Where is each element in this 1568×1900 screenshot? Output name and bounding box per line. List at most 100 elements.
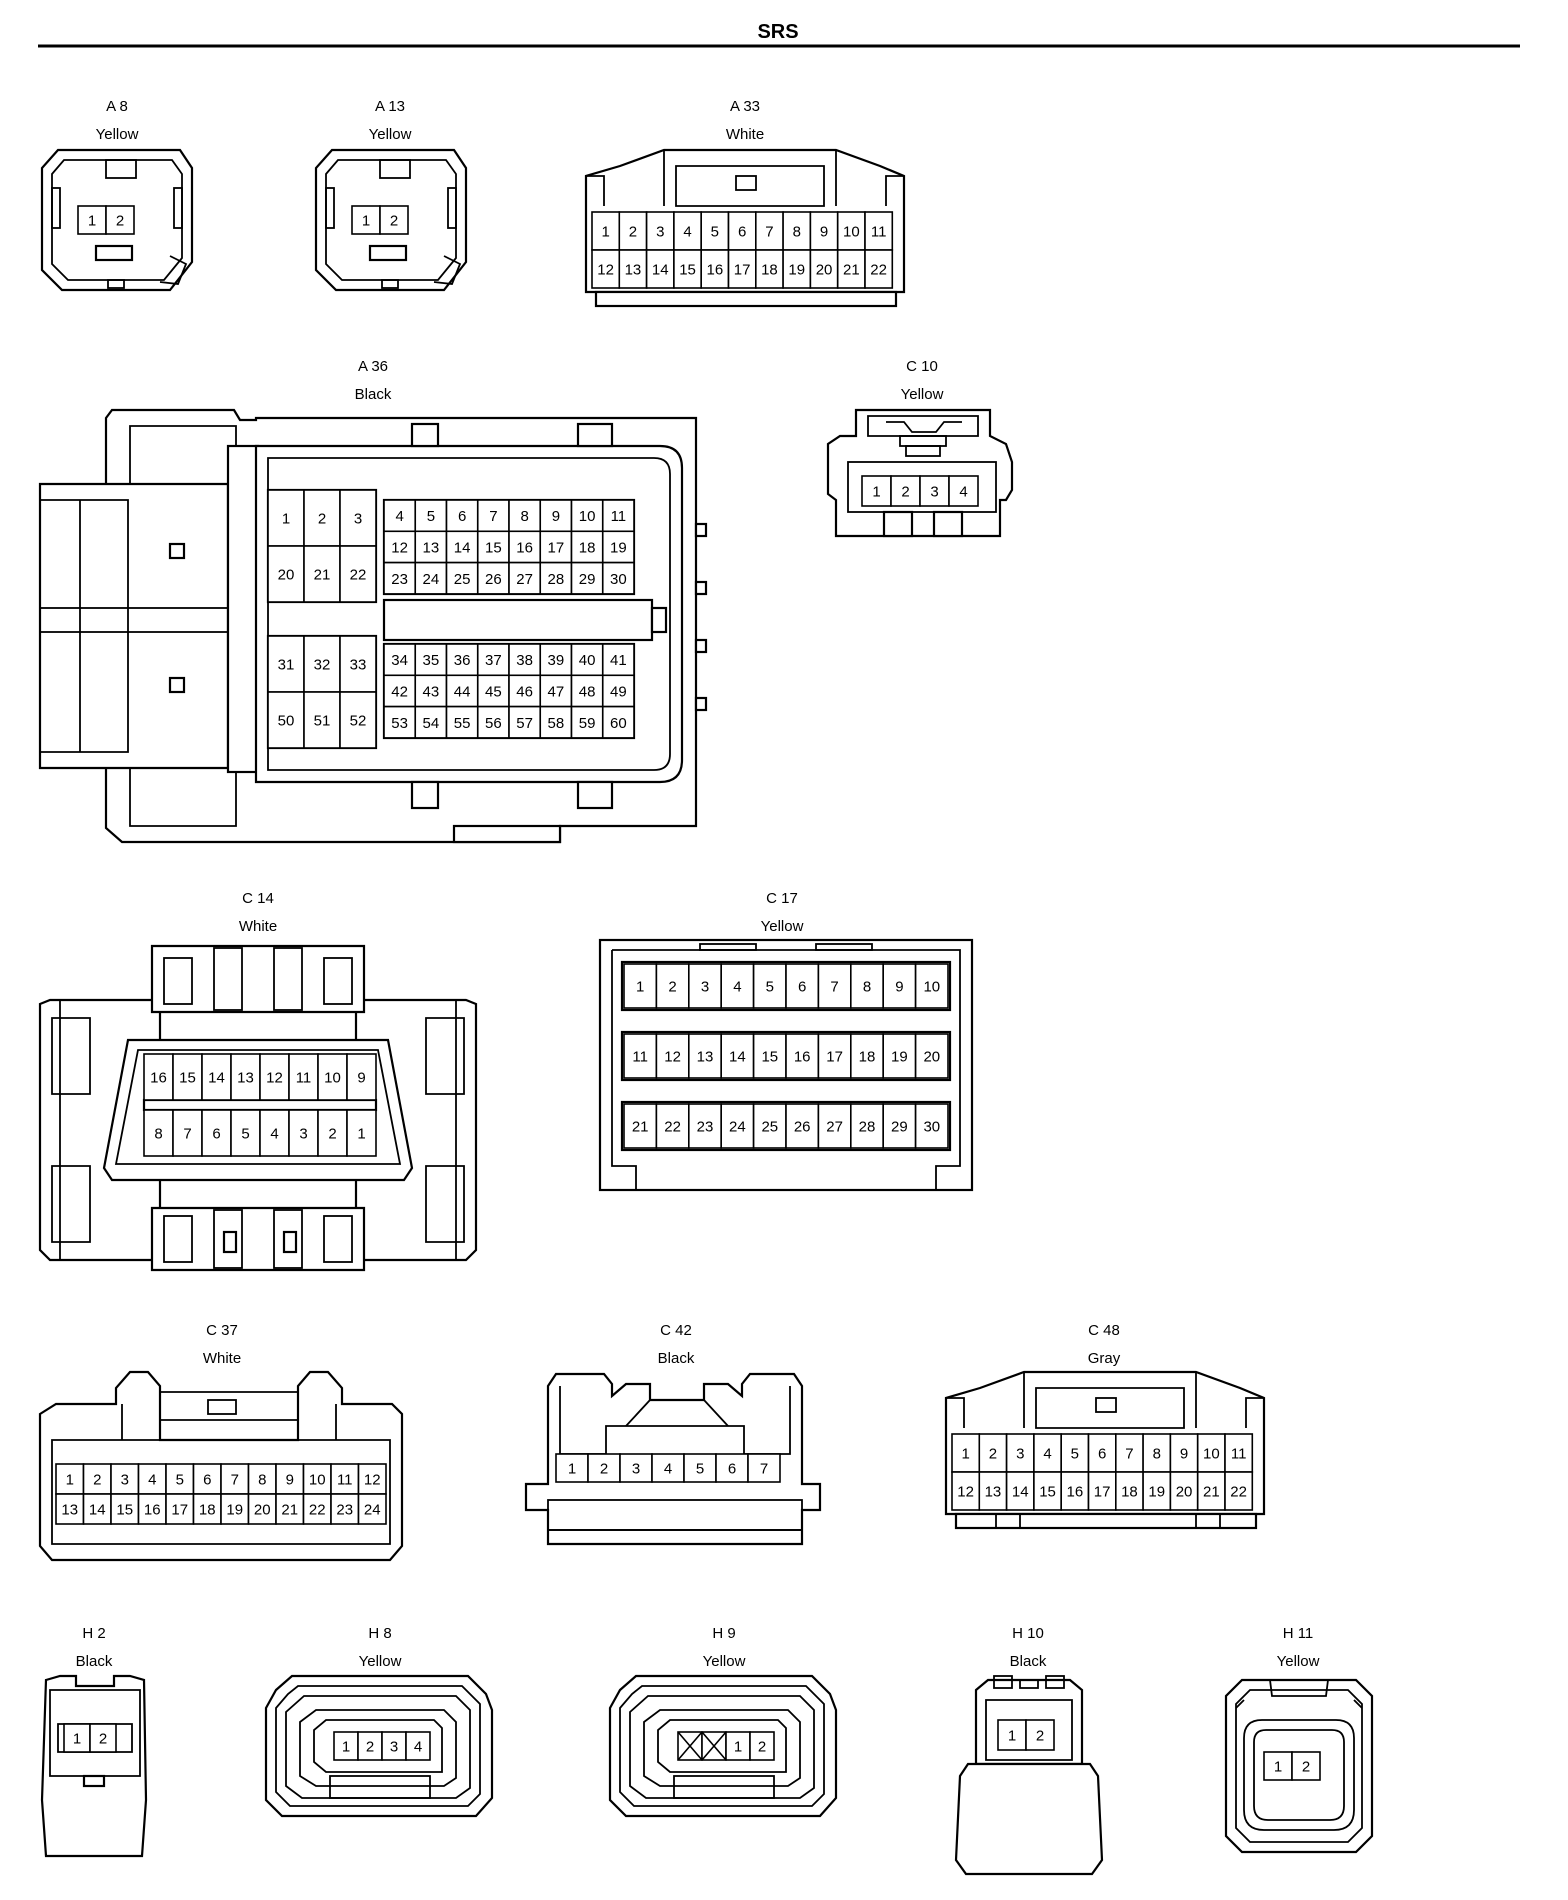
connector-a8: A 8 Yellow [40,98,194,292]
svg-text:14: 14 [1012,1484,1029,1501]
svg-text:2: 2 [1302,1759,1310,1776]
pin-c42-5: 5 [683,1453,717,1483]
svg-text:11: 11 [611,508,627,525]
connector-a13: A 13 Yellow [314,98,468,292]
connector-h10-color: Black [1010,1653,1047,1670]
pin-c37-23: 23 [330,1493,360,1525]
pin-c37-19: 19 [220,1493,250,1525]
pin-a36-rt-29: 29 [570,561,604,595]
pin-c37-6: 6 [192,1463,222,1495]
svg-text:1: 1 [601,224,609,241]
connector-h8-color: Yellow [359,1653,402,1670]
pin-c17-18: 18 [849,1033,884,1079]
svg-text:24: 24 [729,1119,746,1136]
pin-c48-11: 11 [1224,1433,1254,1473]
pin-a36-rb-49: 49 [601,674,635,708]
svg-text:6: 6 [458,508,466,525]
pin-c14-r1-10: 10 [317,1053,348,1101]
pin-c48-14: 14 [1005,1471,1035,1511]
pin-c48-22: 22 [1224,1471,1254,1511]
svg-text:4: 4 [148,1472,156,1489]
svg-text:20: 20 [923,1049,940,1066]
svg-text:14: 14 [454,539,471,556]
svg-text:2: 2 [99,1731,107,1748]
svg-text:6: 6 [798,979,806,996]
svg-text:8: 8 [258,1472,266,1489]
svg-text:6: 6 [1098,1446,1106,1463]
pin-a36-rb-57: 57 [508,705,542,739]
svg-text:18: 18 [199,1502,216,1519]
pin-a33-10: 10 [836,211,866,251]
svg-text:22: 22 [1230,1484,1247,1501]
pin-c48-10: 10 [1196,1433,1226,1473]
svg-text:15: 15 [761,1049,778,1066]
pin-c48-5: 5 [1060,1433,1090,1473]
svg-text:21: 21 [1203,1484,1220,1501]
pin-c37-10: 10 [302,1463,332,1495]
svg-text:42: 42 [391,683,408,700]
pin-c48-21: 21 [1196,1471,1226,1511]
svg-text:43: 43 [423,683,440,700]
svg-text:12: 12 [391,539,408,556]
svg-text:52: 52 [350,713,367,730]
pin-a36-rt-12: 12 [383,530,417,564]
svg-text:16: 16 [1067,1484,1084,1501]
pin-c48-17: 17 [1087,1471,1117,1511]
svg-text:13: 13 [985,1484,1002,1501]
pin-c14-r1-13: 13 [230,1053,261,1101]
pin-a36-rb-37: 37 [476,643,510,677]
svg-text:4: 4 [683,224,691,241]
pin-c17-10: 10 [914,963,949,1009]
connector-h9-id: H 9 [712,1625,735,1642]
pin-c37-18: 18 [192,1493,222,1525]
pin-c17-4: 4 [720,963,755,1009]
svg-text:12: 12 [364,1472,381,1489]
svg-text:1: 1 [1274,1759,1282,1776]
pin-c17-8: 8 [849,963,884,1009]
pin-c14-r2-7: 7 [172,1109,203,1157]
pin-h11-1: 1 [1263,1751,1293,1781]
pin-c14-r1-14: 14 [201,1053,232,1101]
svg-text:1: 1 [734,1739,742,1756]
svg-text:5: 5 [241,1126,249,1143]
pin-h9-blank [701,1731,727,1761]
pin-c17-20: 20 [914,1033,949,1079]
svg-text:54: 54 [423,715,440,732]
svg-text:16: 16 [150,1070,167,1087]
svg-text:22: 22 [350,567,367,584]
pin-c17-26: 26 [785,1103,820,1149]
svg-text:15: 15 [179,1070,196,1087]
svg-text:11: 11 [1231,1446,1247,1463]
svg-text:2: 2 [989,1446,997,1463]
pin-c48-9: 9 [1169,1433,1199,1473]
svg-text:16: 16 [707,262,724,279]
pin-c42-2: 2 [587,1453,621,1483]
connector-c42: C 42 Black [524,1322,822,1546]
svg-text:1: 1 [66,1472,74,1489]
svg-text:11: 11 [871,224,887,241]
svg-text:3: 3 [121,1472,129,1489]
svg-text:4: 4 [664,1461,672,1478]
pin-c14-r2-8: 8 [143,1109,174,1157]
svg-text:41: 41 [610,652,627,669]
pin-c10-4: 4 [948,475,979,507]
svg-text:9: 9 [895,979,903,996]
svg-text:19: 19 [788,262,805,279]
svg-text:29: 29 [579,571,596,588]
pin-a36-rb-40: 40 [570,643,604,677]
pin-c48-16: 16 [1060,1471,1090,1511]
pin-c48-13: 13 [978,1471,1008,1511]
svg-text:7: 7 [830,979,838,996]
svg-text:7: 7 [183,1126,191,1143]
svg-text:21: 21 [281,1502,298,1519]
connector-a36-id: A 36 [358,358,388,375]
pin-a36-lt-2: 2 [303,489,341,547]
pin-c48-19: 19 [1142,1471,1172,1511]
svg-text:16: 16 [516,539,533,556]
connector-c14-color: White [239,918,277,935]
svg-text:23: 23 [336,1502,353,1519]
pin-c17-22: 22 [655,1103,690,1149]
pin-a36-lt-22: 22 [339,545,377,603]
pin-c37-12: 12 [357,1463,387,1495]
